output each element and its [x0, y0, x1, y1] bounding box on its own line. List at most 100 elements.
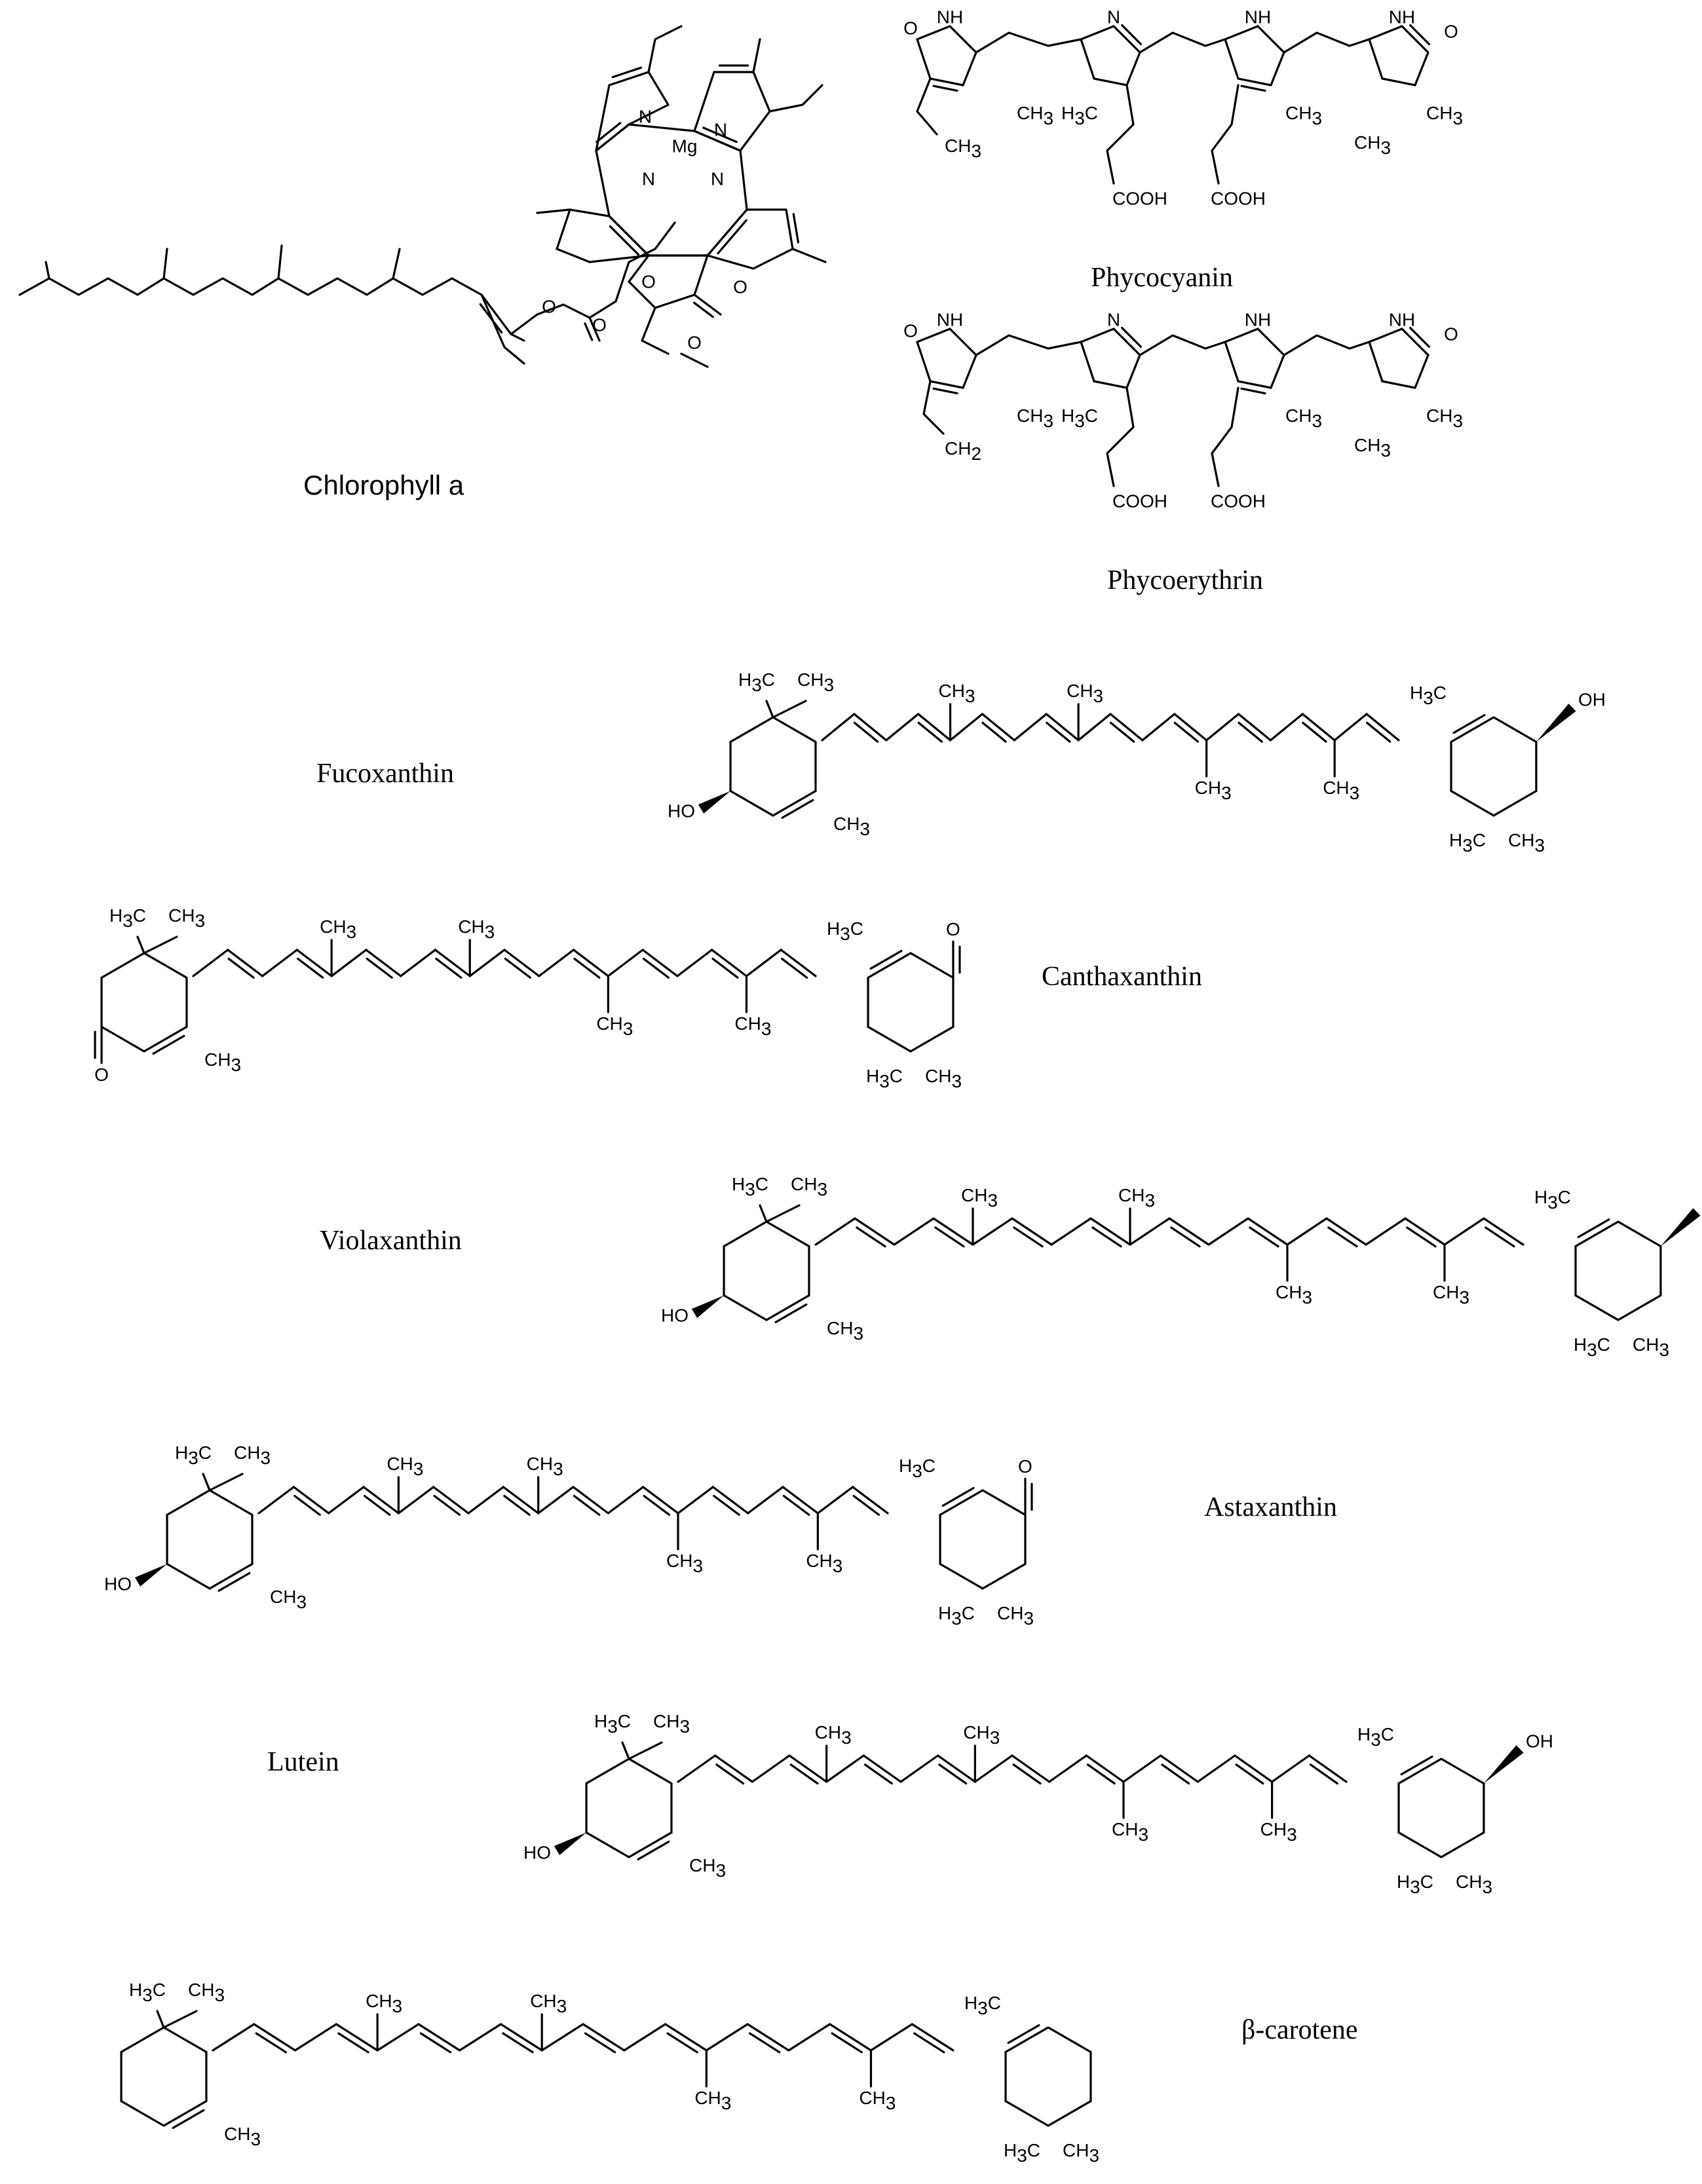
- chain-double-bond: [1235, 1763, 1264, 1785]
- vinyl-bond: [647, 25, 683, 73]
- pyrrole-ring-d: [588, 254, 650, 263]
- end-ring: [1440, 1831, 1485, 1858]
- methyl-label: CH3: [1426, 405, 1463, 431]
- label-fucoxanthin: Fucoxanthin: [316, 759, 454, 789]
- chain-double-bond: [582, 2023, 626, 2052]
- methylene-label: CH2: [945, 438, 981, 464]
- gem-methyl-label: CH3: [797, 669, 834, 695]
- chain-double-bond: [642, 957, 670, 979]
- chain-double-bond: [1406, 1226, 1437, 1248]
- end-ring: [166, 1489, 211, 1516]
- chain-double-bond: [1085, 1754, 1125, 1783]
- end-ring: [1492, 789, 1538, 817]
- methyl-bond: [162, 2010, 198, 2029]
- ring-methyl-label: H3C: [1410, 683, 1447, 708]
- pyrrole-ring: [1080, 25, 1115, 41]
- methyl-bond: [791, 248, 827, 263]
- chain-double-bond: [1325, 1217, 1367, 1246]
- chain-bond: [787, 2023, 831, 2052]
- pyrrole-ring-c: [792, 213, 800, 244]
- vinyl-bond: [922, 380, 945, 435]
- hydroxyl-label: HO: [104, 1573, 132, 1594]
- hydroxyl-label: HO: [661, 1305, 689, 1325]
- double-bond: [584, 322, 594, 341]
- double-bond: [693, 293, 722, 316]
- label-astaxanthin: Astaxanthin: [1204, 1492, 1337, 1522]
- chain-double-bond: [852, 1486, 889, 1515]
- pyrrole-ring-a: [647, 71, 670, 106]
- chain-bond: [751, 1754, 791, 1783]
- chain-double-bond: [419, 2032, 452, 2054]
- chain-double-bond: [715, 1763, 745, 1785]
- chain-double-bond: [917, 713, 952, 742]
- pyrrole-ring: [1381, 77, 1416, 86]
- end-ring: [1004, 2026, 1050, 2054]
- end-ring: [172, 2109, 205, 2130]
- pyrrole-ring: [1237, 380, 1272, 389]
- end-ring: [939, 1562, 984, 1590]
- end-ring: [1492, 716, 1538, 744]
- chain-double-bond: [1086, 1763, 1116, 1785]
- pyrrole-ring: [962, 51, 977, 86]
- end-ring: [1450, 789, 1495, 817]
- methyl-label: CH3: [1285, 405, 1322, 431]
- keto-oxygen: O: [733, 276, 747, 297]
- chain-double-bond: [713, 1495, 740, 1516]
- carbonyl-oxygen: O: [592, 314, 607, 335]
- macrocycle: [717, 219, 747, 255]
- chain-bond: [459, 2023, 502, 2052]
- pyrrole-ring: [1257, 328, 1285, 356]
- chain-bond: [261, 949, 298, 977]
- chain-bond: [540, 2023, 584, 2052]
- gem-methyl-label: CH3: [791, 1174, 827, 1199]
- end-ring: [585, 1831, 630, 1858]
- chain-bond: [1129, 1217, 1171, 1246]
- chain-bond: [816, 1486, 854, 1515]
- ring-methyl-label: CH3: [833, 814, 870, 839]
- chain-double-bond: [981, 713, 1015, 742]
- gem-methyl-label: H3C: [594, 1711, 631, 1737]
- chain-double-bond: [1045, 713, 1080, 742]
- methyl-label: CH3: [1426, 103, 1463, 128]
- chain-double-bond: [746, 2023, 790, 2052]
- methyl-label: CH3: [366, 1991, 402, 2016]
- pyrrole-ring: [1080, 38, 1095, 80]
- chain-double-bond: [1366, 721, 1391, 743]
- chain-double-bond: [981, 721, 1007, 743]
- chain-bond: [972, 1217, 1013, 1246]
- chain-bond: [1333, 713, 1368, 742]
- ester-bond: [641, 307, 670, 355]
- end-ring: [1397, 1758, 1443, 1785]
- pyrrole-ring: [916, 341, 932, 383]
- pyrrole-ring: [1270, 51, 1285, 86]
- chain-double-bond: [366, 957, 393, 979]
- pyrrole-ring: [1409, 24, 1431, 45]
- end-ring: [1440, 1758, 1485, 1785]
- nh-label: NH: [1245, 309, 1271, 329]
- chain-double-bond: [1011, 1217, 1053, 1246]
- end-ring: [729, 716, 774, 744]
- macrocycle: [596, 122, 622, 143]
- end-ring: [143, 952, 188, 979]
- ring-methyl-label: CH3: [270, 1587, 307, 1612]
- end-ring: [772, 716, 817, 744]
- cyclopentanone-ring: [693, 254, 709, 296]
- chain-double-bond: [433, 1495, 461, 1516]
- double-bond: [480, 293, 512, 335]
- end-ring: [941, 1486, 975, 1507]
- hydroxyl-label: OH: [1526, 1731, 1553, 1751]
- n-label: N: [1107, 309, 1120, 329]
- pyrrole-ring-c: [752, 248, 794, 270]
- pyrrole-ring: [1368, 25, 1403, 41]
- chain-bond: [1207, 1217, 1249, 1246]
- chain-double-bond: [1483, 1217, 1524, 1246]
- macrocycle: [739, 149, 748, 211]
- end-ring: [1450, 716, 1495, 744]
- pyrrole-ring: [1125, 51, 1141, 86]
- methyl-bond: [208, 1473, 244, 1492]
- ring-methyl-label: CH3: [224, 2124, 261, 2149]
